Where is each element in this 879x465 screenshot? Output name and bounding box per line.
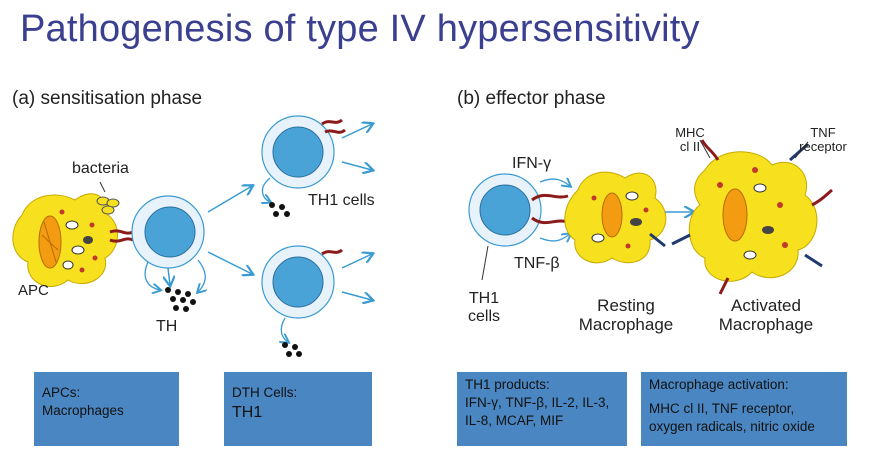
th-label: TH [156, 318, 178, 335]
th1-cells-effector-line1: TH1 [468, 290, 500, 307]
phase-a-heading: (a) sensitisation phase [12, 88, 203, 109]
resting-line1: Resting [597, 296, 655, 315]
apcs-box: APCs: Macrophages [34, 372, 179, 446]
mhc-label: MHC cl II [670, 125, 710, 155]
th-cytokine-dots [165, 287, 196, 312]
phase-b-heading: (b) effector phase [457, 88, 606, 109]
th1-products-line3: IL-8, MCAF, MIF [465, 413, 564, 429]
macrophage-activation-line1: Macrophage activation: [649, 377, 789, 392]
bacteria-cluster [96, 181, 120, 215]
page-title: Pathogenesis of type IV hypersensitivity [20, 8, 700, 50]
resting-line2: Macrophage [578, 314, 674, 334]
ifn-gamma-label: IFN-γ [512, 155, 552, 172]
tnf-receptor-label: TNF receptor [792, 125, 854, 155]
tnf-receptor-line1: TNF [810, 125, 836, 140]
th-cell [131, 195, 205, 269]
apc-cell [12, 193, 118, 287]
dth-box-line2: TH1 [232, 404, 263, 422]
macrophage-activation-box: Macrophage activation: MHC cl II, TNF re… [641, 372, 847, 446]
tnf-beta-label: TNF-β [514, 255, 560, 272]
th1-cells-effector-line2: cells [467, 307, 500, 325]
resting-macrophage-label: Resting Macrophage [566, 296, 686, 334]
dth-cells-box: DTH Cells: TH1 [224, 372, 372, 446]
activated-macrophage [671, 139, 833, 295]
macrophage-activation-line2: MHC cl II, TNF receptor, [649, 401, 795, 417]
mhc-line1: MHC [675, 125, 705, 140]
resting-macrophage [564, 171, 667, 264]
th1-products-box: TH1 products: IFN-γ, TNF-β, IL-2, IL-3, … [457, 372, 627, 446]
activated-line1: Activated [731, 296, 801, 315]
th1-cells-effector-label: TH1 cells [456, 290, 512, 325]
macrophage-activation-line3: oxygen radicals, nitric oxide [649, 419, 815, 435]
th1-cell-lower [261, 245, 343, 319]
apcs-box-line1: APCs: [42, 385, 81, 400]
mhc-line2: cl II [679, 139, 701, 155]
activated-macrophage-label: Activated Macrophage [696, 296, 836, 334]
bacteria-label: bacteria [72, 160, 129, 177]
th1-cells-label: TH1 cells [308, 192, 375, 209]
th1-products-line2: IFN-γ, TNF-β, IL-2, IL-3, [465, 395, 610, 411]
th1-cell-effector [468, 173, 542, 247]
th1-cell-upper [261, 115, 346, 189]
dth-box-line1: DTH Cells: [232, 385, 298, 400]
apc-label: APC [18, 282, 49, 299]
tnf-receptor-line2: receptor [799, 139, 847, 155]
th1-products-line1: TH1 products: [465, 377, 550, 392]
apcs-box-line2: Macrophages [42, 403, 124, 419]
activated-line2: Macrophage [718, 314, 814, 334]
